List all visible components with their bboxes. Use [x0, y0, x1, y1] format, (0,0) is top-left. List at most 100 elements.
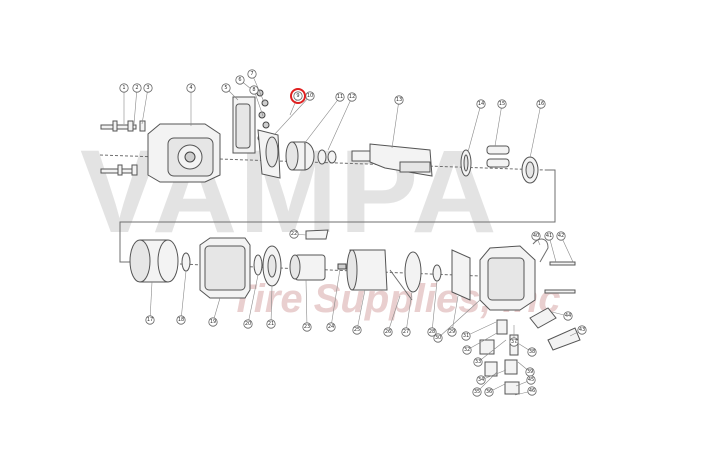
callout-bubble-11 [335, 92, 345, 102]
top-screws-40-42 [532, 238, 576, 294]
callout-bubble-43 [577, 325, 587, 335]
callout-bubble-3 [143, 83, 153, 93]
callout-32: 32 [462, 332, 498, 355]
callout-leader-21 [270, 285, 273, 325]
hammer-23 [289, 254, 326, 281]
callout-label-22: 22 [291, 231, 297, 237]
callout-leader-15 [494, 103, 503, 147]
callout-label-7: 7 [250, 71, 253, 77]
ring-20 [253, 254, 263, 276]
callout-38: 38 [515, 341, 537, 357]
callout-30: 30 [433, 299, 481, 343]
callout-label-19: 19 [210, 319, 216, 325]
callout-label-18: 18 [178, 317, 184, 323]
callout-label-12: 12 [349, 94, 355, 100]
anvil-pin-26 [389, 269, 413, 301]
callout-bubble-27 [401, 327, 411, 337]
callout-24: 24 [326, 268, 341, 332]
callout-bubble-42 [556, 231, 566, 241]
callout-leader-35 [476, 371, 498, 393]
callout-23: 23 [302, 279, 312, 332]
callout-19: 19 [208, 297, 221, 327]
callout-label-8: 8 [252, 87, 255, 93]
callout-bubble-34 [476, 375, 486, 385]
callout-label-3: 3 [146, 85, 149, 91]
callout-leader-28 [431, 280, 438, 333]
callout-27: 27 [401, 291, 413, 337]
callout-leader-12 [327, 96, 353, 151]
callout-label-38: 38 [529, 349, 535, 355]
callout-40: 40 [531, 231, 541, 246]
callout-label-17: 17 [147, 317, 153, 323]
callout-label-28: 28 [429, 329, 435, 335]
callout-leader-2 [133, 87, 138, 125]
callout-5: 5 [221, 83, 239, 101]
callout-leader-17 [149, 281, 153, 321]
callout-leader-10 [273, 95, 311, 136]
callout-label-31: 31 [463, 333, 469, 339]
callout-45: 45 [515, 375, 536, 387]
cylinder-25 [346, 249, 388, 291]
callout-35: 35 [472, 371, 498, 397]
callout-46: 46 [514, 386, 537, 396]
callout-label-5: 5 [224, 85, 227, 91]
callout-bubble-36 [484, 387, 494, 397]
callout-label-40: 40 [533, 233, 539, 239]
callout-label-33: 33 [475, 359, 481, 365]
pin-22 [305, 229, 329, 240]
air-inlet-fittings [529, 307, 581, 351]
callout-13: 13 [391, 95, 404, 149]
callout-bubble-33 [473, 357, 483, 367]
callout-leader-33 [477, 339, 507, 363]
callout-37: 37 [509, 325, 519, 347]
callout-bubble-45 [526, 375, 536, 385]
callout-leader-25 [356, 289, 366, 331]
callout-label-24: 24 [328, 324, 334, 330]
callout-bubble-38 [527, 347, 537, 357]
callout-label-6: 6 [238, 77, 241, 83]
callout-label-44: 44 [565, 313, 571, 319]
pins-15 [486, 145, 510, 168]
callout-label-35: 35 [474, 389, 480, 395]
callout-26: 26 [383, 295, 401, 337]
callout-22: 22 [289, 229, 307, 239]
callout-label-46: 46 [529, 388, 535, 394]
washer-28 [432, 264, 442, 282]
callout-17: 17 [145, 281, 155, 325]
callout-label-15: 15 [499, 101, 505, 107]
callout-leader-31 [465, 321, 497, 337]
callout-31: 31 [461, 321, 497, 341]
ring-14 [460, 149, 472, 177]
callout-bubble-21 [266, 319, 276, 329]
callout-label-45: 45 [528, 377, 534, 383]
housing-4 [147, 123, 221, 183]
callout-10: 10 [273, 91, 315, 136]
callout-20: 20 [243, 274, 259, 329]
callout-label-20: 20 [245, 321, 251, 327]
callout-leader-23 [305, 279, 308, 328]
callout-label-42: 42 [558, 233, 564, 239]
callout-bubble-22 [289, 229, 299, 239]
callout-bubble-24 [326, 322, 336, 332]
front-housing-30 [479, 245, 536, 311]
callout-bubble-15 [497, 99, 507, 109]
callout-bubble-12 [347, 92, 357, 102]
callout-leader-11 [303, 96, 341, 145]
callout-leader-20 [247, 274, 259, 325]
callout-44: 44 [551, 311, 573, 321]
callout-1: 1 [119, 83, 129, 124]
callout-label-13: 13 [396, 97, 402, 103]
callout-bubble-20 [243, 319, 253, 329]
callout-3: 3 [141, 83, 153, 125]
callout-bubble-37 [509, 337, 519, 347]
callout-42: 42 [556, 231, 574, 263]
callout-label-36: 36 [486, 389, 492, 395]
callout-33: 33 [473, 339, 507, 367]
callout-bubble-2 [132, 83, 142, 93]
callout-label-32: 32 [464, 347, 470, 353]
callout-label-11: 11 [337, 94, 343, 100]
callout-label-1: 1 [122, 85, 125, 91]
callout-label-41: 41 [546, 233, 552, 239]
callout-bubble-19 [208, 317, 218, 327]
